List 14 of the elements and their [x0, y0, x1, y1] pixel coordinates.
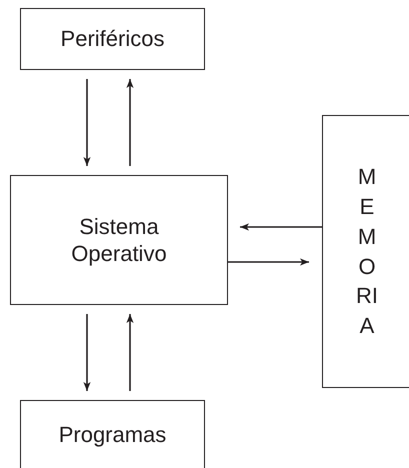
process-box [20, 8, 205, 70]
arrow [83, 79, 91, 166]
node-label: Sistema Operativo [70, 212, 168, 268]
process-box [10, 175, 228, 305]
arrow [228, 258, 309, 266]
node-label: Periféricos [60, 25, 164, 53]
memory-box [322, 115, 409, 388]
process-box [20, 400, 205, 468]
arrow [83, 314, 91, 391]
arrow [126, 314, 134, 391]
node-label: Programas [58, 421, 166, 449]
node-label: MEMORIA [356, 162, 378, 340]
arrow [126, 79, 134, 166]
arrow [240, 223, 322, 231]
